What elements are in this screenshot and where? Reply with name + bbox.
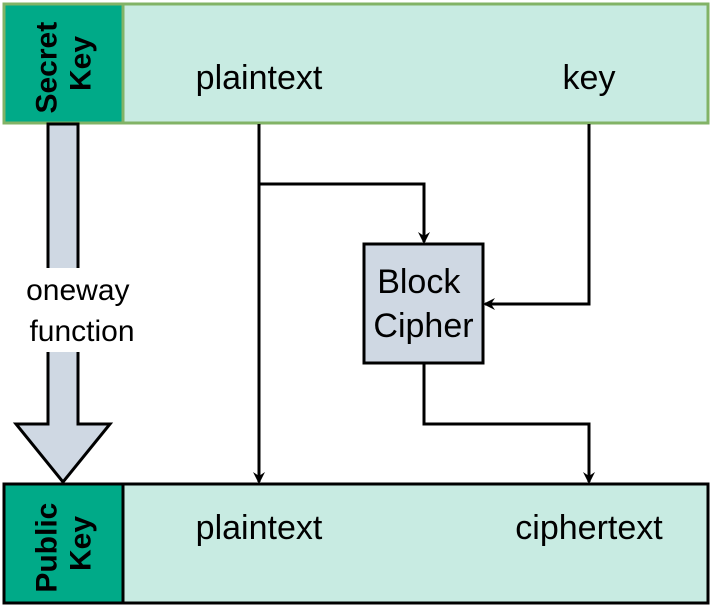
plaintext-to-block-cipher-arrow bbox=[259, 182, 430, 244]
block-cipher-to-ciphertext-arrow bbox=[422, 364, 595, 484]
public-key-title-cell bbox=[2, 482, 125, 605]
public-ciphertext-label: ciphertext bbox=[515, 509, 663, 547]
connectors bbox=[253, 124, 595, 484]
public-key-container: Public Key plaintext ciphertext bbox=[2, 482, 710, 605]
secret-key-field-label: key bbox=[563, 59, 616, 97]
public-key-title-line-2: Key bbox=[65, 516, 98, 571]
secret-key-container: Secret Key plaintext key bbox=[2, 2, 710, 125]
oneway-function-arrow: oneway function bbox=[12, 122, 144, 485]
secret-key-title-line-1: Secret bbox=[31, 22, 64, 114]
public-key-title: Public Key bbox=[31, 494, 98, 592]
secret-key-title-cell bbox=[2, 2, 125, 125]
block-cipher-label-line-1: Block bbox=[377, 263, 461, 301]
block-cipher-label-line-2: Cipher bbox=[373, 307, 473, 345]
oneway-label-line-1: oneway bbox=[26, 274, 129, 307]
key-to-block-cipher-arrow bbox=[483, 124, 591, 310]
secret-key-title-line-2: Key bbox=[65, 36, 98, 91]
block-cipher-box bbox=[362, 242, 485, 365]
block-cipher-node: Block Cipher bbox=[362, 242, 485, 365]
block-cipher-label: Block Cipher bbox=[373, 263, 473, 345]
secret-plaintext-label: plaintext bbox=[196, 59, 323, 97]
oneway-label-line-2: function bbox=[29, 315, 134, 348]
public-key-title-line-1: Public bbox=[31, 503, 64, 593]
oneway-label-background bbox=[22, 268, 144, 352]
secret-key-title: Secret Key bbox=[31, 13, 98, 113]
oneway-function-label: oneway function bbox=[26, 274, 138, 348]
public-plaintext-label: plaintext bbox=[196, 509, 323, 547]
